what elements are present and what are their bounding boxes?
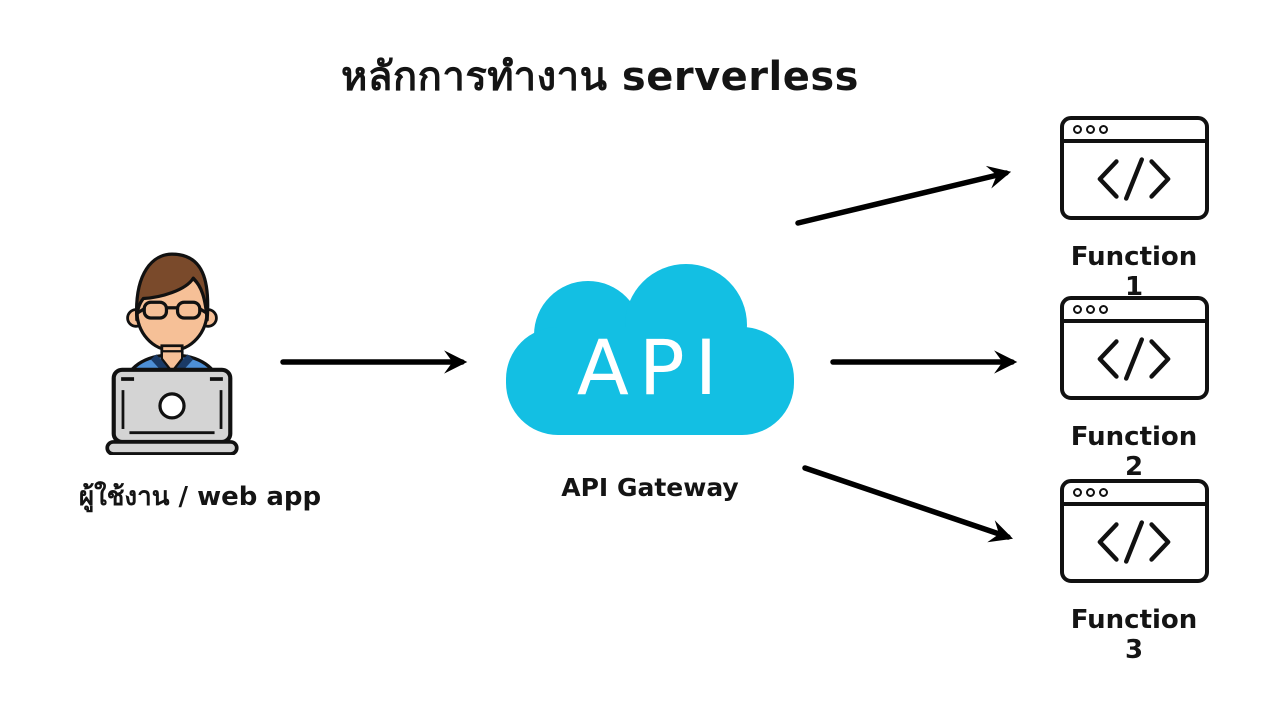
function-1: Function 1 xyxy=(1059,116,1209,302)
window-titlebar xyxy=(1063,120,1205,143)
window-dot-icon xyxy=(1072,488,1082,497)
window-dot-icon xyxy=(1098,125,1108,134)
window-dot-icon xyxy=(1098,305,1108,314)
code-icon xyxy=(1097,157,1171,201)
code-icon xyxy=(1097,337,1171,381)
window-titlebar xyxy=(1063,483,1205,506)
window-dot-icon xyxy=(1072,125,1082,134)
laptop-icon xyxy=(105,367,239,455)
window-dot-icon xyxy=(1098,488,1108,497)
window-dot-icon xyxy=(1085,488,1095,497)
function-2-label: Function 2 xyxy=(1070,422,1198,482)
glasses-icon xyxy=(135,300,209,320)
browser-window-icon xyxy=(1059,479,1209,583)
function-3-label: Function 3 xyxy=(1070,605,1198,665)
window-dot-icon xyxy=(1072,305,1082,314)
function-2: Function 2 xyxy=(1059,296,1209,482)
function-1-label: Function 1 xyxy=(1070,242,1198,302)
code-icon xyxy=(1097,520,1171,564)
arrow-gateway-to-function-1 xyxy=(795,165,1012,226)
user-at-laptop-icon xyxy=(105,252,239,455)
arrow-gateway-to-function-3 xyxy=(802,465,1013,543)
window-dot-icon xyxy=(1085,125,1095,134)
function-3: Function 3 xyxy=(1059,479,1209,665)
window-titlebar xyxy=(1063,300,1205,323)
browser-window-icon xyxy=(1059,296,1209,400)
api-gateway-cloud-icon: API xyxy=(506,264,794,435)
window-dot-icon xyxy=(1085,305,1095,314)
user-label: ผู้ใช้งาน / web app xyxy=(78,482,322,512)
page-title: หลักการทำงาน serverless xyxy=(341,54,859,100)
api-gateway-label: API Gateway xyxy=(561,473,739,502)
hair xyxy=(135,252,210,322)
api-cloud-text: API xyxy=(577,323,727,412)
laptop-logo xyxy=(158,392,186,420)
browser-window-icon xyxy=(1059,116,1209,220)
